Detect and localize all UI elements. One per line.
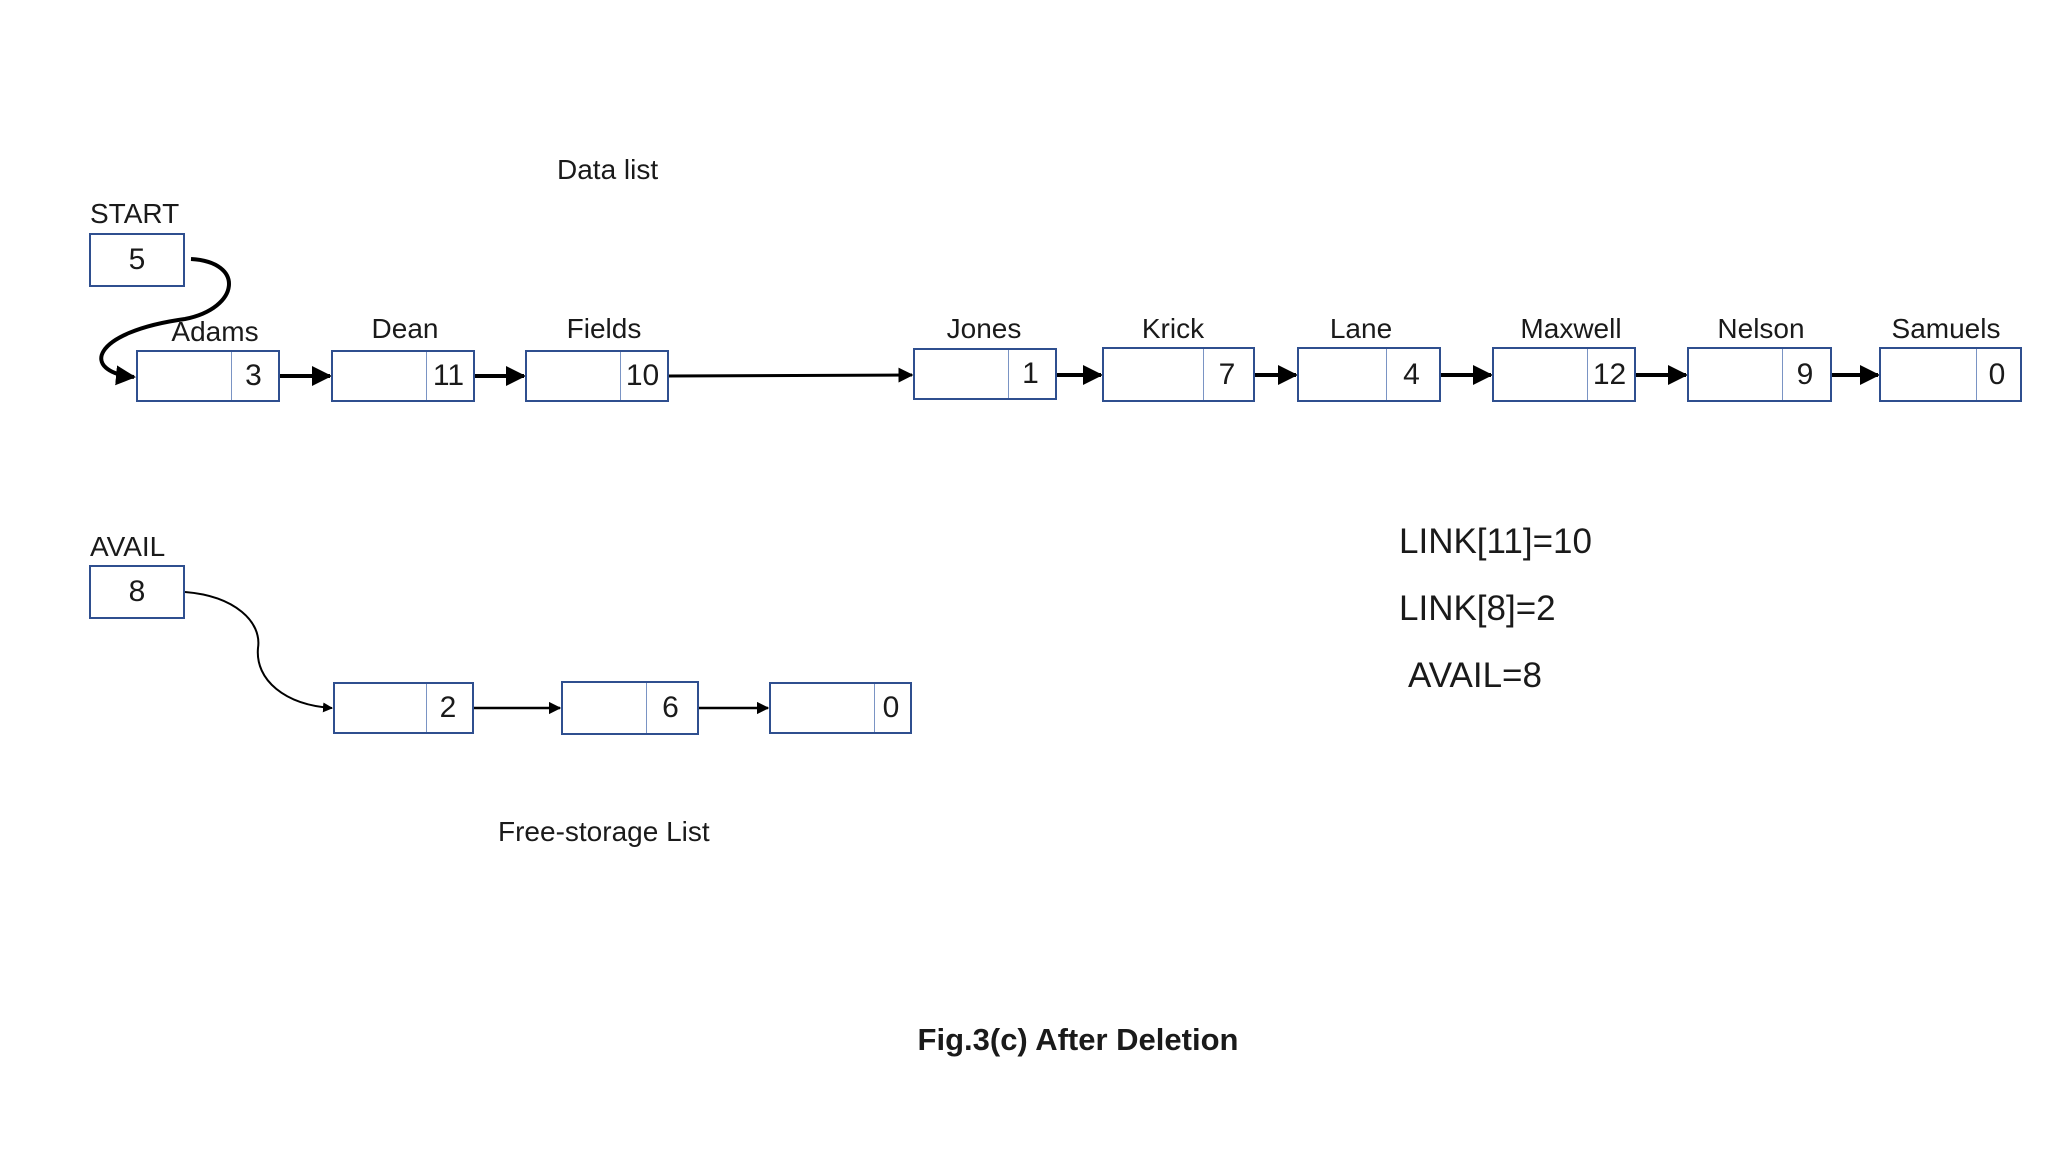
node-link-fields: 10 — [625, 359, 660, 392]
figure-caption: Fig.3(c) After Deletion — [917, 1022, 1239, 1057]
node-link-nelson: 9 — [1796, 357, 1814, 391]
node-link-lane: 4 — [1403, 357, 1420, 391]
free-node-2: 6 — [561, 681, 699, 735]
free-list-title: Free-storage List — [498, 816, 710, 847]
avail-pointer-arrow — [184, 591, 333, 713]
node-link-dean: 11 — [432, 359, 465, 392]
start-value: 5 — [128, 243, 146, 276]
node-krick: 7 — [1102, 347, 1255, 402]
node-link-adams: 3 — [245, 359, 262, 392]
equation-3: AVAIL=8 — [1408, 656, 1542, 695]
equation-1: LINK[11]=10 — [1399, 522, 1592, 561]
node-name-maxwell: Maxwell — [1520, 313, 1622, 344]
node-nelson: 9 — [1687, 347, 1832, 402]
node-name-lane: Lane — [1329, 313, 1393, 344]
node-name-krick: Krick — [1141, 313, 1205, 344]
node-name-dean: Dean — [371, 313, 439, 344]
node-link-krick: 7 — [1218, 357, 1236, 391]
start-pointer-box: 5 — [89, 233, 185, 287]
node-name-fields: Fields — [566, 313, 642, 344]
node-dean: 11 — [331, 350, 475, 402]
equation-2: LINK[8]=2 — [1399, 589, 1556, 628]
free-node-1: 2 — [333, 682, 474, 734]
arrow-fields-jones — [667, 367, 914, 383]
node-name-jones: Jones — [946, 313, 1022, 344]
node-name-adams: Adams — [171, 316, 259, 347]
start-label: START — [90, 198, 180, 229]
node-name-samuels: Samuels — [1891, 313, 2001, 344]
node-fields: 10 — [525, 350, 669, 402]
node-adams: 3 — [136, 350, 280, 402]
free-node-1-link: 2 — [439, 691, 457, 724]
node-link-samuels: 0 — [1988, 357, 2006, 391]
node-link-jones: 1 — [1022, 357, 1039, 390]
node-maxwell: 12 — [1492, 347, 1636, 402]
node-link-maxwell: 12 — [1592, 357, 1627, 391]
avail-pointer-box: 8 — [89, 565, 185, 619]
free-node-3-link: 0 — [882, 691, 900, 724]
node-samuels: 0 — [1879, 347, 2022, 402]
node-lane: 4 — [1297, 347, 1441, 402]
node-jones: 1 — [913, 348, 1057, 400]
free-node-2-link: 6 — [662, 691, 679, 724]
avail-value: 8 — [128, 575, 146, 608]
data-list-title: Data list — [557, 154, 659, 185]
free-node-3: 0 — [769, 682, 912, 734]
avail-label: AVAIL — [90, 531, 166, 562]
node-name-nelson: Nelson — [1717, 313, 1805, 344]
start-pointer-arrow — [99, 257, 231, 386]
